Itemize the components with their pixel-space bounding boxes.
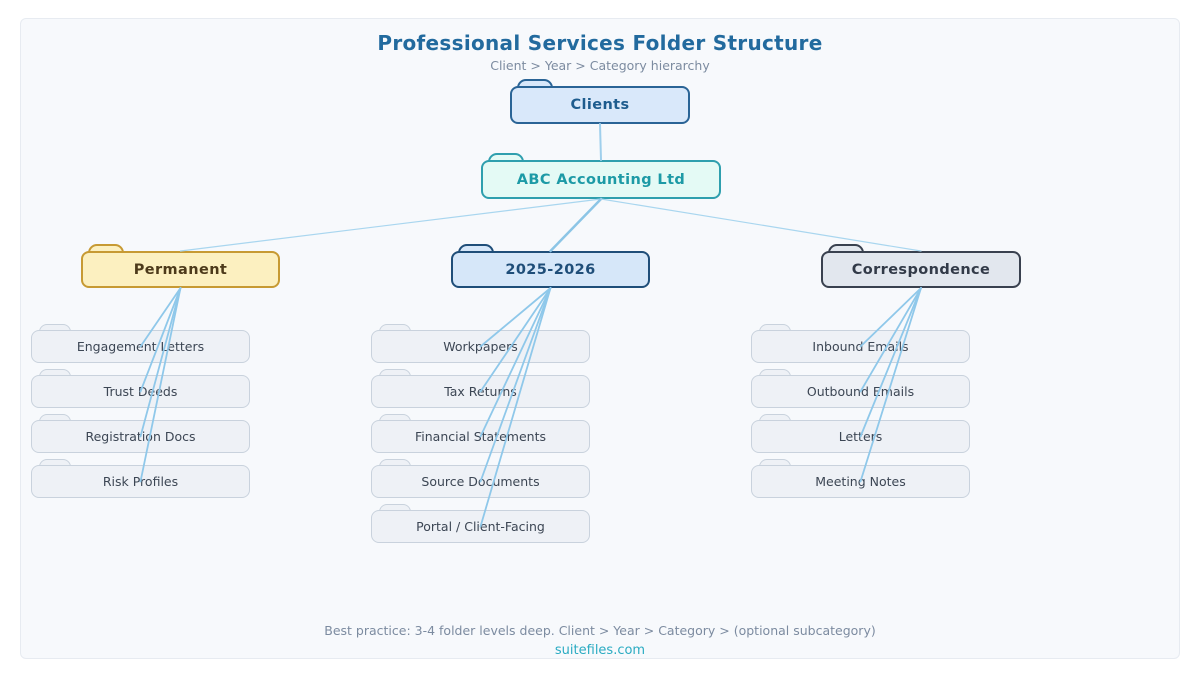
- folder-label: Registration Docs: [85, 429, 196, 444]
- folder-node-letters: Letters: [751, 414, 970, 453]
- folder-node-engagement-letters: Engagement Letters: [31, 324, 250, 363]
- folder-node-trust-deeds: Trust Deeds: [31, 369, 250, 408]
- folder-label: Clients: [570, 97, 630, 113]
- folder-node-correspondence: Correspondence: [821, 244, 1021, 288]
- folder-node-abc-accounting: ABC Accounting Ltd: [481, 153, 721, 199]
- best-practice-note: Best practice: 3-4 folder levels deep. C…: [324, 623, 876, 638]
- folder-label: Correspondence: [851, 261, 991, 278]
- folder-node-tax-returns: Tax Returns: [371, 369, 590, 408]
- folder-label: Workpapers: [443, 339, 518, 354]
- folder-node-clients: Clients: [510, 79, 690, 124]
- folder-node-inbound-emails: Inbound Emails: [751, 324, 970, 363]
- folder-label: Source Documents: [421, 474, 540, 489]
- folder-label: Risk Profiles: [102, 474, 179, 489]
- folder-label: Inbound Emails: [812, 339, 909, 354]
- folder-label: ABC Accounting Ltd: [516, 171, 686, 188]
- folder-node-permanent: Permanent: [81, 244, 280, 288]
- folder-node-registration-docs: Registration Docs: [31, 414, 250, 453]
- folder-label: Meeting Notes: [815, 474, 906, 489]
- folder-label: 2025-2026: [505, 261, 596, 278]
- folder-node-workpapers: Workpapers: [371, 324, 590, 363]
- folder-label: Permanent: [133, 261, 228, 278]
- folder-node-2025-2026: 2025-2026: [451, 244, 650, 288]
- folder-node-portal-client-facing: Portal / Client-Facing: [371, 504, 590, 543]
- page-title: Professional Services Folder Structure: [377, 31, 823, 55]
- folder-label: Portal / Client-Facing: [416, 519, 545, 534]
- folder-label: Letters: [838, 429, 883, 444]
- folder-label: Trust Deeds: [103, 384, 178, 399]
- folder-node-meeting-notes: Meeting Notes: [751, 459, 970, 498]
- suitefiles-link[interactable]: suitefiles.com: [554, 643, 646, 658]
- folder-label: Financial Statements: [415, 429, 546, 444]
- folder-node-source-documents: Source Documents: [371, 459, 590, 498]
- folder-node-outbound-emails: Outbound Emails: [751, 369, 970, 408]
- folder-label: Tax Returns: [444, 384, 517, 399]
- folder-node-risk-profiles: Risk Profiles: [31, 459, 250, 498]
- page-subtitle: Client > Year > Category hierarchy: [490, 58, 710, 73]
- folder-label: Engagement Letters: [76, 339, 205, 354]
- folder-node-financial-statements: Financial Statements: [371, 414, 590, 453]
- folder-label: Outbound Emails: [806, 384, 915, 399]
